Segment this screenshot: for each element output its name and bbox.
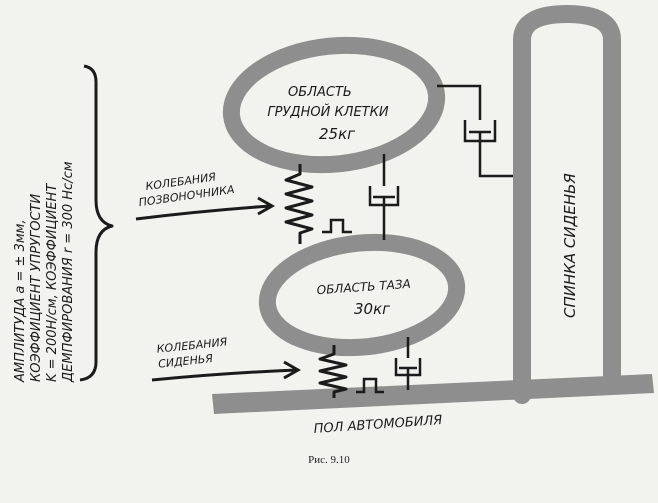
spine-vibration-arrow	[135, 196, 276, 221]
params-line4: ДЕМПФИРОВАНИЯ r = 300 Нс/см	[61, 161, 76, 383]
chest-region-line1: ОБЛАСТЬ	[288, 85, 352, 100]
chest-mass-label: 25кг	[319, 125, 355, 143]
seat-vibration-label: КОЛЕБАНИЯ СИДЕНЬЯ	[156, 335, 233, 371]
spine-stop-block	[322, 218, 352, 234]
chest-backrest-damper	[437, 84, 513, 178]
spine-damper	[368, 154, 400, 240]
params-line1: АМПЛИТУДА a = ± 3мм,	[13, 219, 28, 383]
spine-spring	[284, 164, 314, 244]
seat-stop-block	[356, 377, 384, 394]
car-floor-bar	[212, 374, 654, 414]
chest-region-label: ОБЛАСТЬ ГРУДНОЙ КЛЕТКИ	[267, 85, 388, 120]
params-line2: КОЭФФИЦИЕНТ УПРУГОСТИ	[29, 194, 44, 382]
car-floor-label: ПОЛ АВТОМОБИЛЯ	[313, 413, 443, 437]
pelvis-region-ring	[258, 233, 466, 357]
spine-vibration-label: КОЛЕБАНИЯ ПОЗВОНОЧНИКА	[136, 168, 235, 209]
seat-back-frame	[513, 5, 621, 404]
chest-region-ring	[222, 36, 446, 174]
params-line3: K = 200Н/см, КОЭФФИЦИЕНТ	[45, 183, 60, 382]
pelvis-region-label: ОБЛАСТЬ ТАЗА	[316, 277, 411, 298]
seat-back-label: СПИНКА СИДЕНЬЯ	[561, 173, 579, 318]
seat-vibration-arrow	[151, 360, 302, 382]
parameters-text: АМПЛИТУДА a = ± 3мм, КОЭФФИЦИЕНТ УПРУГОС…	[13, 161, 76, 383]
seat-vibration-line1: КОЛЕБАНИЯ	[156, 335, 228, 355]
figure-caption: Рис. 9.10	[308, 454, 350, 466]
seat-damper	[394, 337, 422, 390]
seat-spring	[318, 345, 348, 398]
pelvis-mass-label: 30кг	[354, 300, 390, 318]
seat-vibration-line2: СИДЕНЬЯ	[158, 352, 214, 371]
parameters-brace	[79, 64, 114, 382]
chest-region-line2: ГРУДНОЙ КЛЕТКИ	[267, 104, 388, 120]
